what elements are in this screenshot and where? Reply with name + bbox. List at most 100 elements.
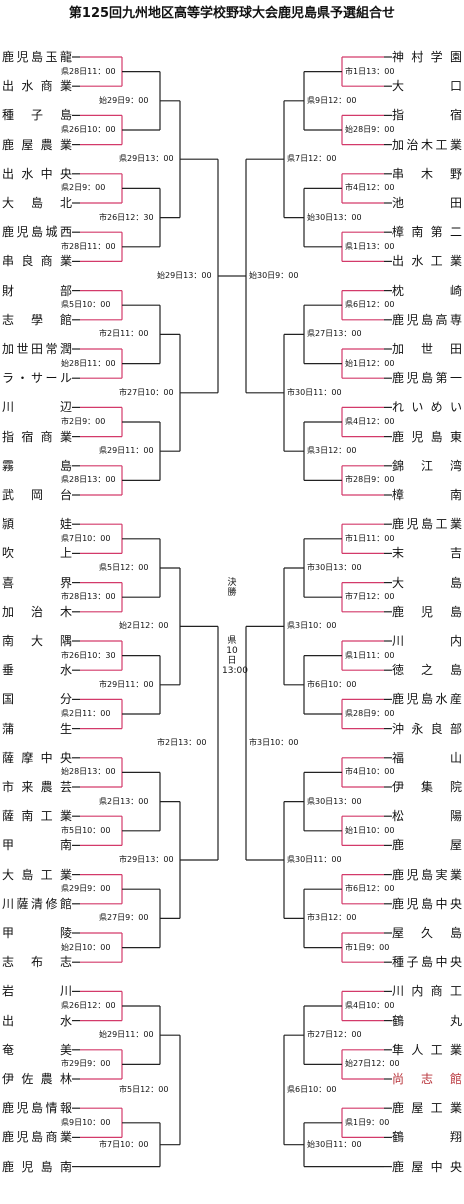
team-name: 末吉 xyxy=(392,546,462,561)
team-name: 鹿児島商業 xyxy=(2,1130,72,1145)
match-time-label: 県6日12：00 xyxy=(344,300,396,311)
match-time-label: 県9日12：00 xyxy=(306,95,358,106)
team-name: 鹿児島城西 xyxy=(2,225,72,240)
match-time-label: 始2日12：00 xyxy=(118,621,170,632)
team-name: 頴娃 xyxy=(2,517,72,532)
team-name: 喜界 xyxy=(2,575,72,590)
team-name: 池田 xyxy=(392,196,462,210)
match-time-label: 県1日11：00 xyxy=(344,650,396,661)
team-name: 伊佐農林 xyxy=(2,1072,72,1086)
match-time-label: 市27日10：00 xyxy=(118,387,175,398)
team-name: 出水商業 xyxy=(2,79,72,94)
match-time-label: 県28日9：00 xyxy=(344,709,396,719)
match-time-label: 県30日13：00 xyxy=(306,796,363,807)
team-name: 大島工業 xyxy=(2,867,72,882)
team-name: 加世田 xyxy=(392,342,462,356)
team-name: 鹿児島東 xyxy=(392,429,462,444)
team-name: 奄美 xyxy=(2,1042,72,1057)
team-name: 神村学園 xyxy=(392,50,462,64)
match-time-label: 県6日10：00 xyxy=(286,1084,338,1095)
team-name: 隼人工業 xyxy=(392,1042,462,1057)
final-venue-line: 10日 xyxy=(226,646,238,666)
match-time-label: 始1日10：00 xyxy=(344,825,396,836)
match-time-label: 始29日9：00 xyxy=(98,95,150,106)
match-time-label: 県28日11：00 xyxy=(60,66,117,77)
match-time-label: 県2日9：00 xyxy=(60,183,107,194)
team-name: 鹿児島水産 xyxy=(392,692,462,707)
match-time-label: 市1日13：00 xyxy=(344,66,396,77)
match-time-label: 市29日13：00 xyxy=(118,855,175,865)
team-name: れいめい xyxy=(392,400,462,415)
team-name: 鹿屋農業 xyxy=(2,137,72,152)
team-name: 国分 xyxy=(2,692,72,707)
match-time-label: 県7日10：00 xyxy=(60,533,112,544)
match-time-label: 県4日12：00 xyxy=(344,417,396,427)
match-time-label: 市4日12：00 xyxy=(344,183,396,194)
match-time-label: 市4日10：00 xyxy=(344,767,396,778)
match-time-label: 始1日12：00 xyxy=(344,358,396,369)
team-name: 甲陵 xyxy=(2,926,72,940)
team-name: 指宿商業 xyxy=(2,429,72,444)
team-name: 鶴翔 xyxy=(392,1130,462,1145)
team-name: 市来農芸 xyxy=(2,780,72,794)
final-venue-line: 県 xyxy=(227,636,237,646)
match-time-label: 県29日13：00 xyxy=(118,154,175,165)
match-time-label: 県4日10：00 xyxy=(344,1001,396,1011)
team-name: 鹿屋工業 xyxy=(392,1101,462,1116)
team-name: 出水 xyxy=(2,1013,72,1028)
team-name: 川内 xyxy=(392,634,462,648)
match-time-label: 市26日12：30 xyxy=(98,212,155,223)
match-time-label: 始29日13：00 xyxy=(156,271,213,281)
match-time-label: 市7日12：00 xyxy=(344,592,396,603)
team-name: 樟南第二 xyxy=(392,225,462,240)
team-name: 財部 xyxy=(2,283,72,298)
team-name: 武岡台 xyxy=(2,488,72,502)
team-name: 加治木 xyxy=(2,604,72,619)
match-time-label: 県28日13：00 xyxy=(60,475,117,486)
match-time-label: 県26日12：00 xyxy=(60,1001,117,1011)
team-name: 鹿児島第一 xyxy=(392,371,462,386)
match-time-label: 始27日12：00 xyxy=(344,1059,401,1070)
team-name: 鹿屋中央 xyxy=(392,1159,462,1174)
team-name: 甲南 xyxy=(2,838,72,853)
team-name: 加治木工業 xyxy=(392,137,462,152)
match-time-label: 市3日10：00 xyxy=(248,738,300,749)
team-name: 鹿児島工業 xyxy=(392,517,462,532)
team-name: 霧島 xyxy=(2,458,72,473)
team-name: 鹿児島中央 xyxy=(392,896,462,911)
team-name: 種子島中央 xyxy=(392,955,462,970)
match-time-label: 市29日11：00 xyxy=(98,679,155,690)
team-name: 松陽 xyxy=(392,809,462,824)
match-time-label: 県29日9：00 xyxy=(60,884,112,895)
match-time-label: 市5日10：00 xyxy=(60,825,112,836)
team-name: 鹿児島高専 xyxy=(392,312,462,327)
match-time-label: 市1日9：00 xyxy=(344,942,391,953)
team-name: 伊集院 xyxy=(392,780,462,794)
match-time-label: 始28日11：00 xyxy=(60,358,117,369)
match-time-label: 始30日13：00 xyxy=(306,212,363,223)
team-name: 福山 xyxy=(392,750,462,765)
match-time-label: 県5日12：00 xyxy=(98,563,150,573)
match-time-label: 市2日13：00 xyxy=(156,738,208,749)
match-time-label: 市7日10：00 xyxy=(98,1139,150,1150)
final-label: 決勝 xyxy=(227,578,237,598)
match-time-label: 始2日10：00 xyxy=(60,942,112,953)
team-name: 岩川 xyxy=(2,984,72,999)
team-name: 川薩清修館 xyxy=(2,896,72,911)
team-name: 垂水 xyxy=(2,663,72,678)
match-time-label: 始28日9：00 xyxy=(344,125,396,135)
match-time-label: 県3日12：00 xyxy=(306,446,358,457)
match-time-label: 県7日12：00 xyxy=(286,154,338,165)
team-name: 徳之島 xyxy=(392,663,462,678)
match-time-label: 始29日11：00 xyxy=(98,1030,155,1041)
match-time-label: 市2日9：00 xyxy=(60,417,107,427)
match-time-label: 市26日10：30 xyxy=(60,650,117,661)
team-name: 屋久島 xyxy=(392,926,462,940)
team-name: 川内商工 xyxy=(392,984,462,999)
match-time-label: 始28日13：00 xyxy=(60,767,117,778)
match-time-label: 市30日13：00 xyxy=(306,563,363,573)
match-time-label: 市28日13：00 xyxy=(60,592,117,603)
match-time-label: 県5日10：00 xyxy=(60,300,112,311)
final-venue-line: 13:00 xyxy=(222,666,248,676)
